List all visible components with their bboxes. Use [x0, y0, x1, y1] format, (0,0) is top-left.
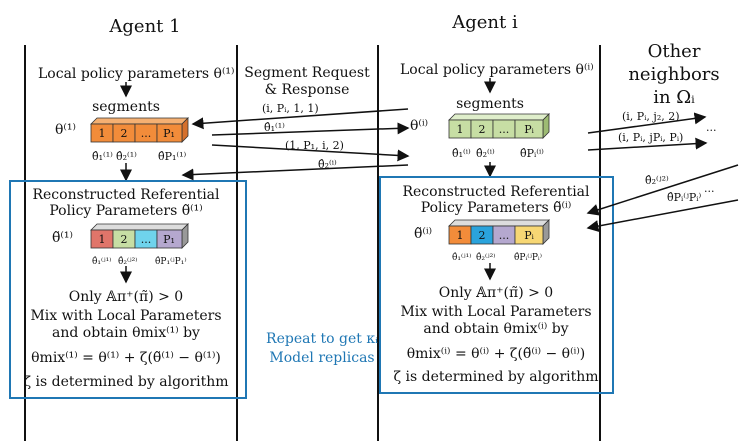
neighbor-arrow	[586, 199, 739, 232]
mix-text-2: and obtain θmix⁽ⁱ⁾ by	[423, 321, 568, 337]
agent-i-recon-box	[379, 176, 614, 394]
hat-label: θ̂Pᵢ⁽ⁱ⁾	[520, 147, 544, 160]
mix-text-2: and obtain θmix⁽¹⁾ by	[52, 325, 200, 341]
cell-label: 2	[121, 233, 128, 246]
cell-label: ...	[141, 233, 152, 246]
hat-label: θ̂₁⁽ⁱ⁾	[452, 147, 471, 160]
neighbors-title-3: in Ωᵢ	[653, 87, 695, 108]
theta-label: θ⁽¹⁾	[55, 122, 76, 138]
neighbor-arrow	[586, 164, 739, 216]
segment-block: 1 2 ... Pᵢ	[448, 113, 550, 139]
agent-1-title: Agent 1	[108, 16, 180, 37]
recon-hat: θ̂₁⁽ʲ¹⁾	[452, 252, 471, 263]
tilde-label: θ̃⁽¹⁾	[52, 230, 73, 246]
cell-label: ...	[499, 123, 510, 136]
neighbor-msg: θ̂₂⁽ʲ²⁾	[645, 174, 669, 187]
cell-label: 1	[457, 229, 464, 242]
message-label: (i, Pᵢ, 1, 1)	[262, 102, 319, 115]
cell-label: 1	[99, 233, 106, 246]
segments-label: segments	[92, 99, 160, 115]
segment-block: 1 2 ... P₁	[90, 117, 189, 143]
formula: θmix⁽ⁱ⁾ = θ⁽ⁱ⁾ + ζ(θ̃⁽ⁱ⁾ − θ⁽ⁱ⁾)	[407, 346, 586, 362]
cell-label: 2	[479, 229, 486, 242]
mix-text: Mix with Local Parameters	[400, 304, 591, 320]
repeat-text-2: Model replicas	[269, 350, 374, 366]
hat-label: θ̂₂⁽¹⁾	[116, 150, 137, 163]
cell-label: ...	[499, 229, 510, 242]
recon-cell	[156, 229, 183, 249]
segment-cell	[514, 119, 544, 139]
agent-i-local-params: Local policy parameters θ⁽ⁱ⁾	[400, 62, 594, 78]
segments-label: segments	[456, 96, 524, 112]
recon-title-2: Policy Parameters θ̃⁽¹⁾	[49, 203, 202, 219]
cell-label: P₁	[163, 233, 175, 246]
hat-label: θ̂P₁⁽¹⁾	[158, 150, 187, 163]
recon-title-2: Policy Parameters θ̃⁽ⁱ⁾	[421, 200, 572, 216]
recon-segment-block: 1 2 ... P₁	[90, 223, 189, 249]
agent-i-title: Agent i	[451, 12, 518, 33]
neighbor-arrow	[587, 112, 707, 134]
only-text: Only 𝔸π⁺(π̃) > 0	[439, 285, 553, 301]
recon-hat: θ̂P₁⁽ʲP₁⁾	[155, 256, 187, 267]
agent-1-local-params: Local policy parameters θ⁽¹⁾	[38, 66, 234, 82]
recon-segment-block: 1 2 ... Pᵢ	[448, 219, 550, 245]
request-label: Segment Request	[244, 65, 370, 81]
neighbor-arrow	[587, 137, 708, 151]
message-label: (1, P₁, i, 2)	[285, 139, 344, 152]
hat-label: θ̂₁⁽¹⁾	[92, 150, 113, 163]
neighbor-dots: ...	[706, 121, 717, 134]
cell-label: 1	[457, 123, 464, 136]
neighbor-msg: θ̂Pᵢ⁽ʲPᵢ⁾	[667, 191, 701, 204]
message-label: θ̂₁⁽¹⁾	[264, 121, 285, 134]
formula: θmix⁽¹⁾ = θ⁽¹⁾ + ζ(θ̃⁽¹⁾ − θ⁽¹⁾)	[31, 350, 221, 366]
cell-label: P₁	[163, 127, 175, 140]
cell-label: Pᵢ	[524, 229, 534, 242]
recon-hat: θ̂₁⁽ʲ¹⁾	[92, 256, 111, 267]
recon-title: Reconstructed Referential	[32, 187, 220, 203]
message-arrow	[211, 144, 410, 162]
theta-label: θ⁽ⁱ⁾	[410, 118, 428, 134]
cell-label: 1	[99, 127, 106, 140]
zeta-line: ζ is determined by algorithm	[393, 369, 598, 385]
message-arrow	[191, 108, 409, 130]
recon-hat: θ̂Pᵢ⁽ʲPᵢ⁾	[514, 252, 542, 263]
message-label: θ̂₂⁽ⁱ⁾	[318, 158, 337, 171]
tilde-label: θ̃⁽ⁱ⁾	[414, 226, 432, 242]
neighbor-msg: (i, Pᵢ, j₂, 2)	[622, 110, 680, 123]
neighbor-dots: ...	[704, 182, 715, 195]
hat-label: θ̂₂⁽ⁱ⁾	[476, 147, 495, 160]
only-text: Only 𝔸π⁺(π̃) > 0	[69, 289, 183, 305]
recon-hat: θ̂₂⁽ʲ²⁾	[476, 252, 495, 263]
neighbor-msg: (i, Pᵢ, jPᵢ, Pᵢ)	[618, 131, 683, 144]
cell-label: 2	[121, 127, 128, 140]
neighbors-title-2: neighbors	[628, 64, 719, 85]
agent-1-recon-box	[9, 180, 247, 399]
cell-label: Pᵢ	[524, 123, 534, 136]
segment-cell	[156, 123, 183, 143]
neighbors-title: Other	[648, 41, 701, 62]
message-arrow	[211, 122, 410, 136]
cell-label: ...	[141, 127, 152, 140]
repeat-text: Repeat to get κᵢ	[266, 331, 378, 347]
message-arrow	[181, 164, 409, 181]
response-label: & Response	[265, 82, 350, 98]
recon-cell	[514, 225, 544, 245]
cell-label: 2	[479, 123, 486, 136]
zeta-line: ζ is determined by algorithm	[23, 374, 228, 390]
recon-hat: θ̂₂⁽ʲ²⁾	[118, 256, 137, 267]
recon-title: Reconstructed Referential	[402, 184, 590, 200]
mix-text: Mix with Local Parameters	[30, 308, 221, 324]
